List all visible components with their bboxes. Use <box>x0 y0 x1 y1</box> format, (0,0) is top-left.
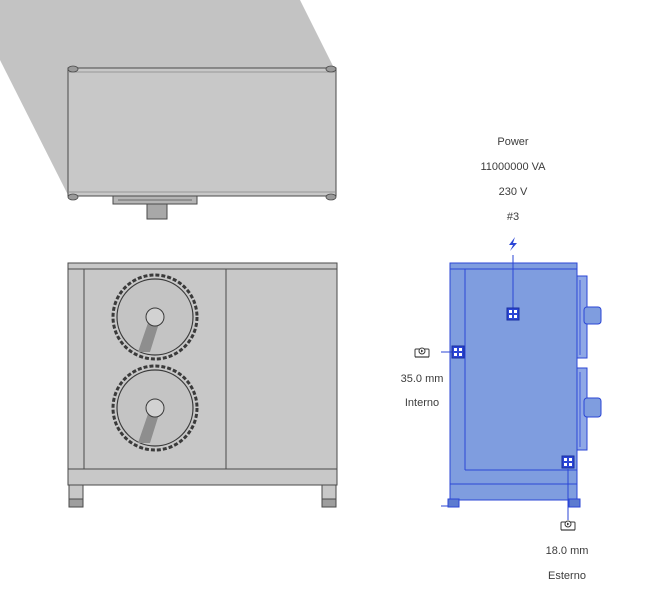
top-view[interactable] <box>0 0 337 220</box>
side-foot <box>447 498 460 508</box>
front-view-frame[interactable] <box>67 262 338 486</box>
front-view[interactable] <box>67 262 338 508</box>
outer-offset-value[interactable]: 18.0 mm <box>545 545 589 557</box>
fan-hub <box>145 398 165 418</box>
fan-lower[interactable] <box>111 364 199 452</box>
top-view-body[interactable] <box>67 67 337 197</box>
hub-shadow <box>138 320 160 352</box>
connector-grip-icon[interactable] <box>506 307 520 321</box>
fan-nozzle <box>583 397 602 418</box>
lightning-bolt-icon[interactable] <box>509 237 517 251</box>
corner-foot <box>325 65 337 73</box>
fan-ring <box>111 273 199 361</box>
outer-offset-label: Esterno <box>548 570 586 582</box>
fan-nozzle <box>583 306 602 325</box>
circuit-number[interactable]: #3 <box>506 211 520 223</box>
pump-shaft <box>146 203 168 220</box>
corner-foot <box>67 193 79 201</box>
foot-pad <box>68 498 84 508</box>
side-foot <box>568 498 581 508</box>
fan-hub <box>145 307 165 327</box>
foot-pad <box>321 498 337 508</box>
inner-offset-value[interactable]: 35.0 mm <box>400 373 444 385</box>
voltage-value[interactable]: 230 V <box>498 186 528 198</box>
fan-upper[interactable] <box>111 273 199 361</box>
corner-foot <box>67 65 79 73</box>
apparent-power-value[interactable]: 11000000 VA <box>480 161 546 173</box>
fan-ring <box>111 364 199 452</box>
offset-camera-icon[interactable] <box>414 347 430 358</box>
corner-foot <box>325 193 337 201</box>
side-view-selected[interactable] <box>441 255 602 520</box>
hub-shadow <box>138 411 160 443</box>
power-title: Power <box>497 136 529 148</box>
connector-grip-icon[interactable] <box>561 455 575 469</box>
connector-grip-icon[interactable] <box>451 345 465 359</box>
offset-camera-icon[interactable] <box>560 520 576 531</box>
inner-offset-label: Interno <box>404 397 440 409</box>
